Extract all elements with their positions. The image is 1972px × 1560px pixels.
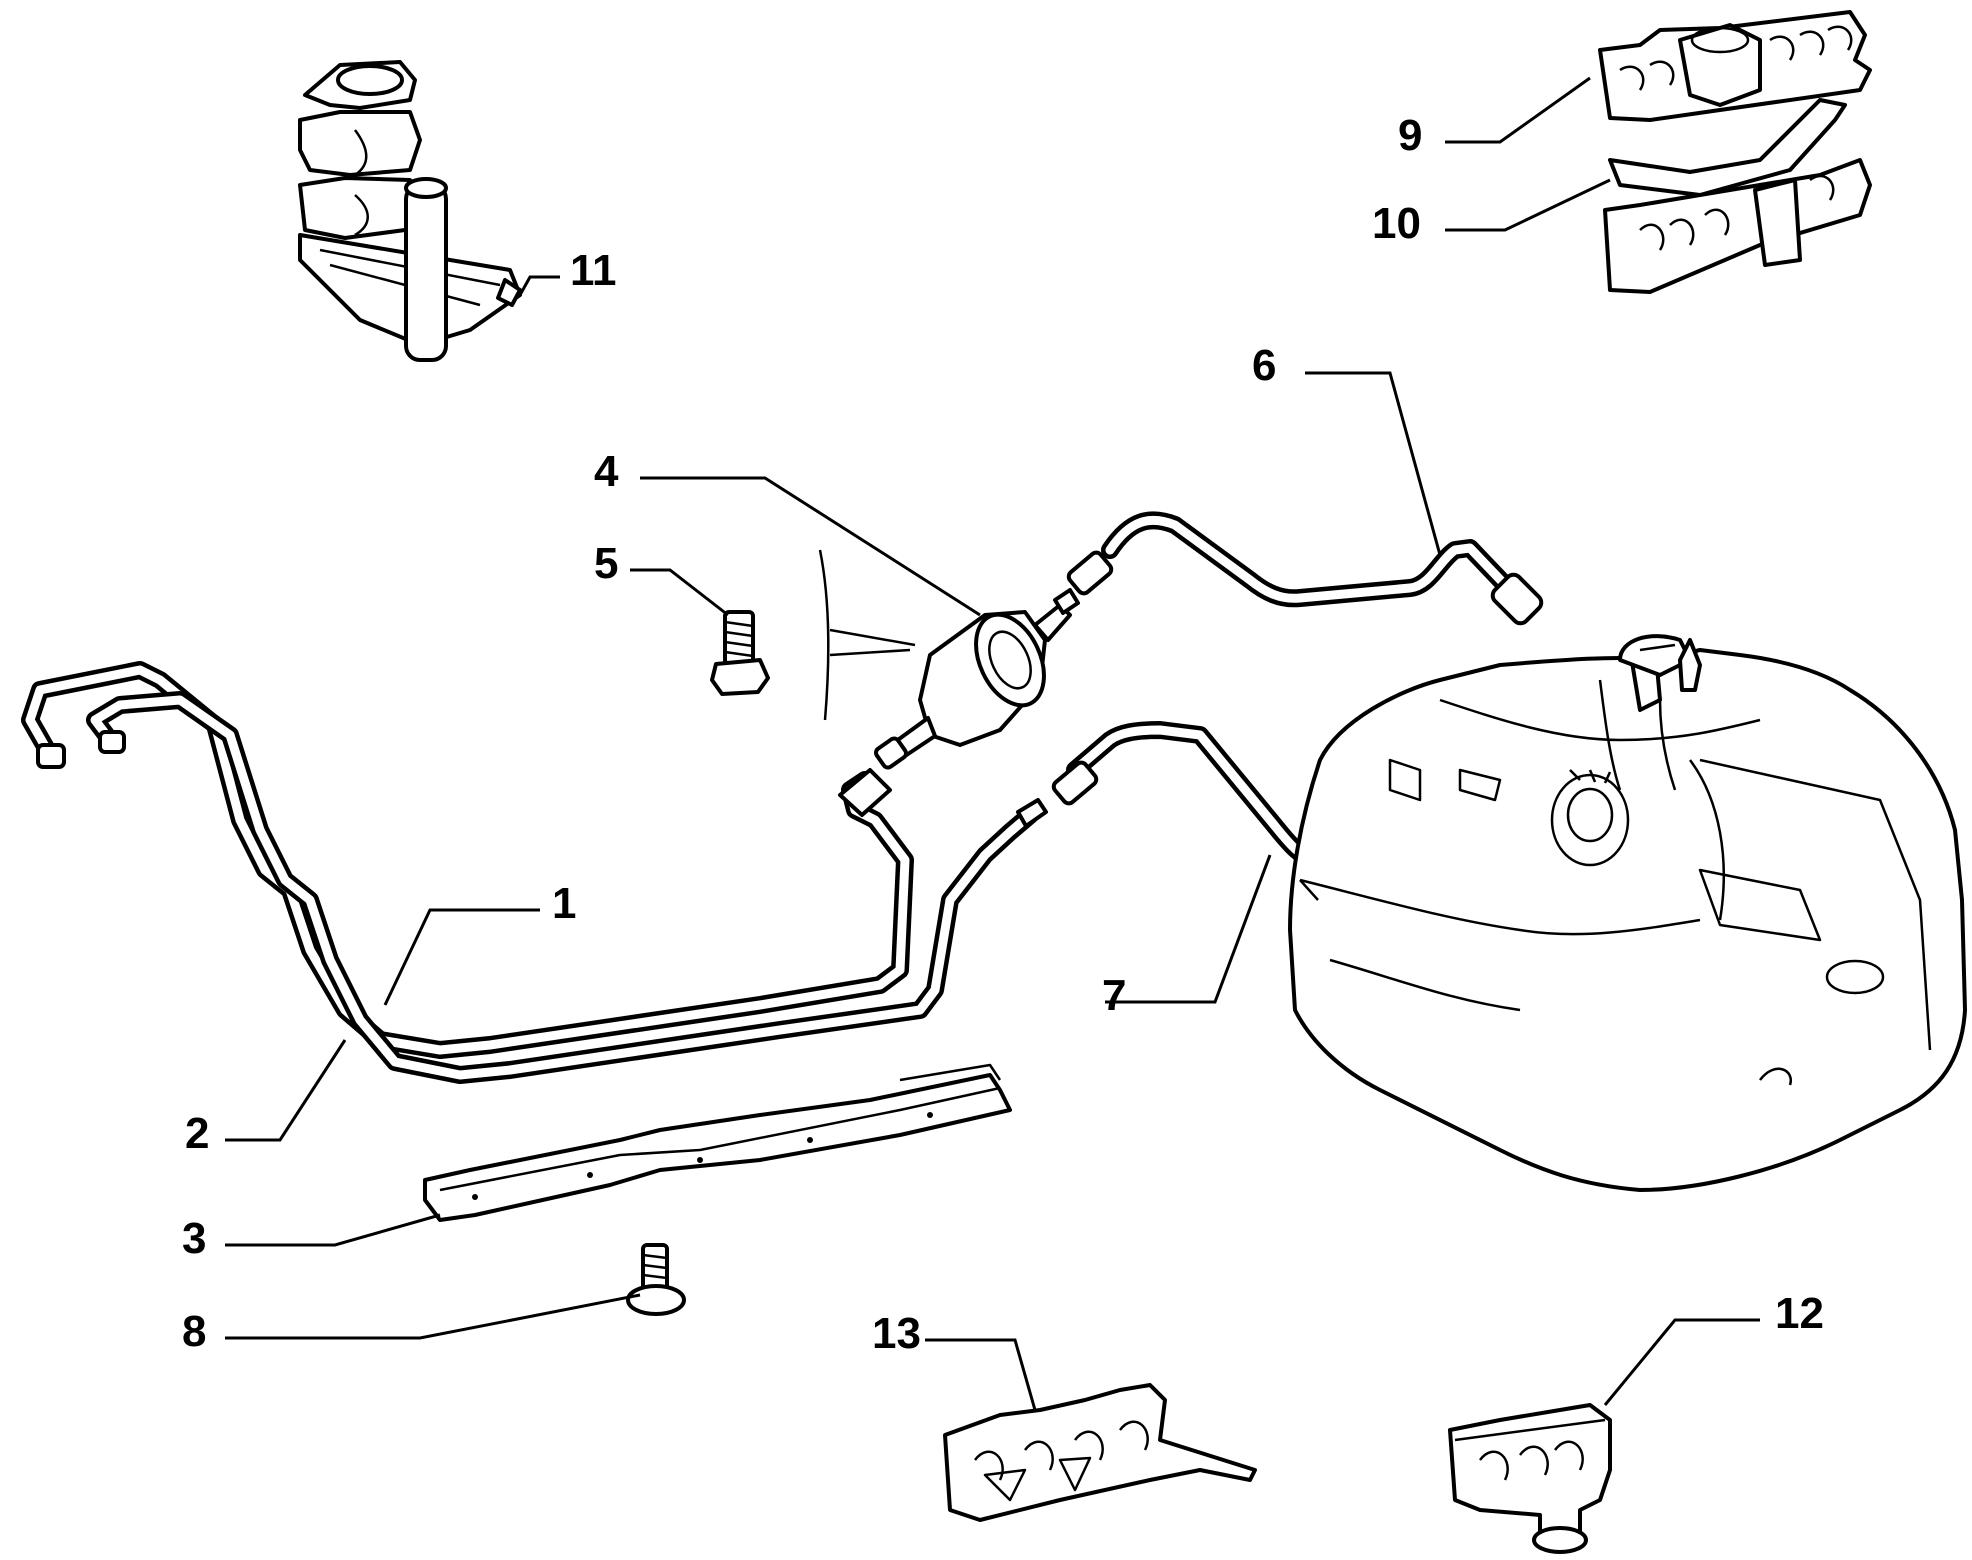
part-12-pipe-clip	[1448, 1403, 1612, 1554]
callout-9: 9	[1398, 111, 1422, 160]
leader-10	[1445, 178, 1611, 232]
callout-1: 1	[552, 879, 576, 928]
callout-6: 6	[1252, 341, 1276, 390]
part-4-fuel-filter	[818, 549, 1080, 770]
part-2-fuel-return-line	[86, 691, 1039, 1084]
leader-lines	[225, 76, 1760, 1411]
leader-13	[925, 1338, 1037, 1411]
leader-9	[1445, 76, 1591, 144]
callout-3: 3	[182, 1214, 206, 1263]
callout-11: 11	[570, 246, 617, 295]
callout-2: 2	[185, 1109, 209, 1158]
leader-4	[640, 476, 981, 617]
part-1-fuel-supply-line	[21, 661, 914, 1059]
leader-6	[1305, 371, 1442, 556]
callout-8: 8	[182, 1307, 206, 1356]
leader-5	[630, 568, 729, 617]
callout-10: 10	[1372, 199, 1421, 248]
part-6-fuel-pipe	[1066, 511, 1544, 626]
part-8-screw	[626, 1243, 686, 1316]
pipe-end-fittings	[36, 730, 1048, 828]
leader-2	[225, 1039, 347, 1142]
callout-13: 13	[872, 1309, 921, 1358]
callout-4: 4	[594, 447, 619, 496]
leader-7	[1105, 854, 1272, 1004]
part-10-multi-pipe-clip-bracket	[1603, 98, 1872, 294]
leader-3	[225, 1213, 441, 1247]
callout-5: 5	[594, 539, 618, 588]
part-11-pipe-clip-bracket	[298, 60, 522, 362]
leader-11	[518, 275, 560, 296]
callout-numbers: 1 2 3 4 5 6 7 8 9 10 11 12 13	[182, 111, 1824, 1358]
callout-12: 12	[1775, 1289, 1824, 1338]
callout-7: 7	[1102, 971, 1126, 1020]
leader-12	[1603, 1318, 1760, 1406]
leader-1	[383, 908, 540, 1006]
part-9-multi-pipe-clip	[1598, 10, 1872, 122]
fuel-tank	[1288, 634, 1967, 1192]
part-13-pipe-clip	[943, 1383, 1257, 1522]
leader-8	[225, 1293, 641, 1340]
part-5-bolt	[710, 610, 770, 696]
part-3-pipe-guard-strip	[423, 1063, 1012, 1222]
